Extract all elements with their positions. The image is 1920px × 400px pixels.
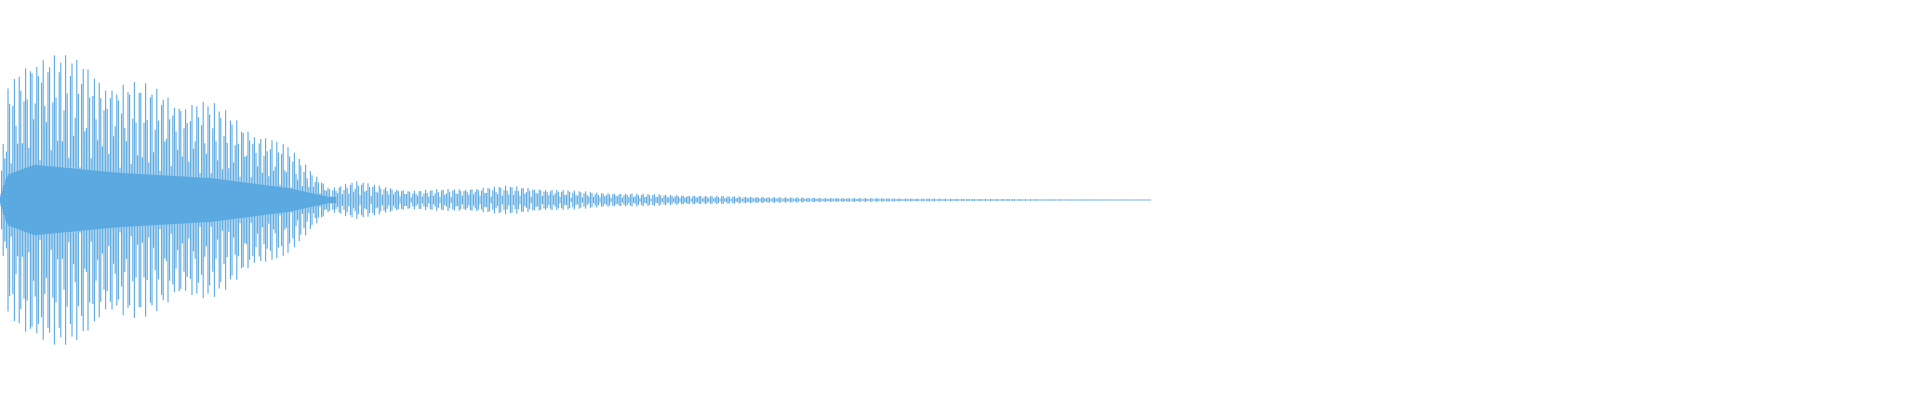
waveform-core xyxy=(0,164,337,236)
waveform-samples xyxy=(0,55,1151,345)
